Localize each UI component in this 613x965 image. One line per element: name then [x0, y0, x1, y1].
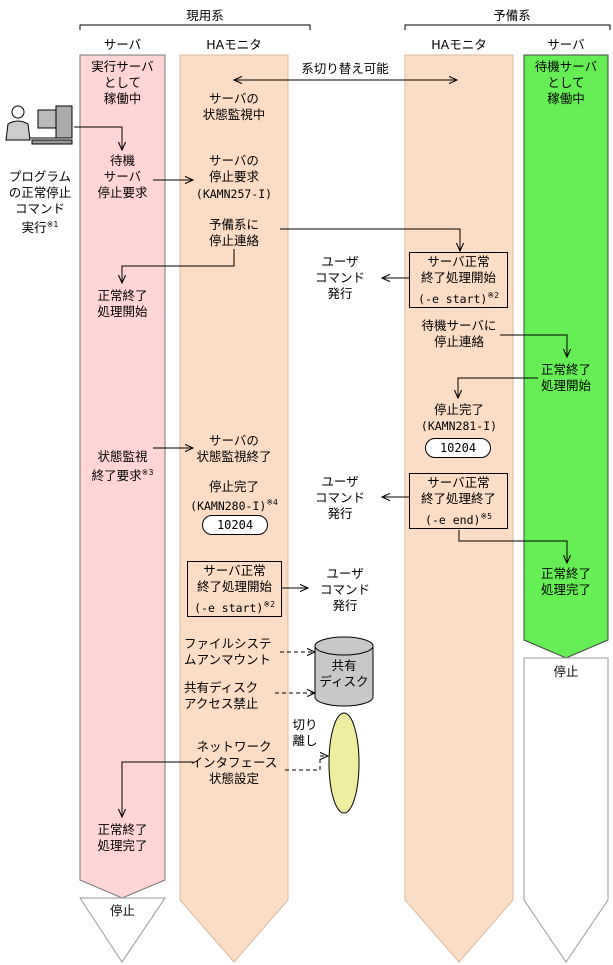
- note-1: ※1: [46, 220, 59, 229]
- standby-stop-request-label: 待機 サーバ 停止要求: [97, 153, 148, 200]
- normal-end-complete-arrow: [458, 530, 567, 563]
- active-normal-end-complete-label: 正常終了 処理完了: [97, 822, 148, 853]
- shared-disk-icon: [314, 636, 374, 707]
- note-3: ※3: [141, 468, 154, 477]
- standby-stop-complete-arrow: [458, 377, 538, 398]
- standby-ha-column-header: HAモニタ: [431, 37, 487, 52]
- active-running-label: 実行サーバ として 稼働中: [91, 59, 154, 106]
- standby-user-command-1: ユーザ コマンド 発行: [314, 254, 365, 301]
- note-2-active: ※2: [263, 600, 275, 609]
- network-setting-label: ネットワーク インタフェース 状態設定: [190, 739, 278, 786]
- notify-standby-label: 予備系に 停止連絡: [208, 217, 259, 248]
- standby-system-bracket: [404, 24, 611, 30]
- server-stop-request-label: サーバの 停止要求: [208, 153, 259, 184]
- active-stopped-label: 停止: [109, 903, 135, 918]
- command-arrow: [74, 126, 122, 150]
- standby-stopped-label: 停止: [553, 664, 579, 679]
- standby-normal-start-arg: (-e start)※2: [409, 288, 508, 307]
- active-normal-start-arg-text: (-e start): [194, 601, 264, 615]
- standby-normal-end-complete-label: 正常終了 処理完了: [540, 566, 591, 597]
- disk-access-ban-label: 共有ディスク アクセス禁止: [184, 680, 259, 711]
- active-stop-complete-label: 停止完了: [208, 479, 259, 494]
- notify-standby-server-label: 待機サーバに 停止連絡: [421, 318, 497, 349]
- switchover-label: 系切り替え可能: [301, 61, 389, 76]
- isolation-label: 切り 離し: [292, 717, 318, 748]
- notify-standby-arrow: [280, 228, 460, 251]
- standby-normal-end-arg-text: (-e end): [425, 513, 481, 527]
- msg-kamn281: (KAMN281-I): [420, 419, 498, 433]
- user-at-computer-icon: [5, 105, 73, 145]
- active-server-stopped-lane: [79, 897, 166, 963]
- active-normal-start-title: サーバ正常 終了処理開始: [196, 563, 272, 594]
- active-normal-end-start-label: 正常終了 処理開始: [97, 288, 148, 319]
- standby-server-stopped-lane: [523, 657, 609, 963]
- network-setting-arrow: [285, 756, 328, 771]
- standby-ha-lane: [404, 54, 514, 963]
- active-normal-start-box: [187, 561, 282, 617]
- standby-server-column-header: サーバ: [547, 37, 585, 52]
- active-normal-start-arg: (-e start)※2: [187, 597, 282, 616]
- msg-kamn280: (KAMN280-I)※4: [180, 495, 288, 514]
- standby-normal-start-arg-text: (-e start): [418, 292, 488, 306]
- active-ha-column-header: HAモニタ: [206, 37, 262, 52]
- unmount-label: ファイルシステ ムアンマウント: [184, 636, 272, 667]
- active-system-label: 現用系: [186, 8, 224, 23]
- user-command-text: プログラム の正常停止 コマンド 実行: [8, 169, 72, 235]
- monitor-end-request-text: 状態監視 終了要求: [91, 449, 148, 483]
- shared-disk-label: 共有 ディスク: [319, 658, 369, 689]
- monitor-end-request-label: 状態監視 終了要求※3: [80, 433, 165, 484]
- normal-end-start-arrow: [122, 249, 235, 283]
- standby-normal-start-title: サーバ正常 終了処理開始: [420, 254, 496, 285]
- user-command-label: プログラム の正常停止 コマンド 実行※1: [0, 153, 80, 236]
- active-normal-complete-arrow: [122, 761, 193, 817]
- msg-kamn257: (KAMN257-I): [195, 187, 273, 201]
- server-monitoring-end-label: サーバの 状態監視終了: [196, 433, 272, 464]
- note-4: ※4: [266, 498, 278, 507]
- standby-normal-end-box: [409, 473, 508, 529]
- active-ha-lane: [179, 54, 289, 963]
- standby-user-command-2: ユーザ コマンド 発行: [314, 474, 365, 521]
- standby-code-pill: 10204: [425, 438, 491, 458]
- standby-running-label: 待機サーバ として 稼働中: [534, 59, 598, 106]
- standby-stop-complete-label: 停止完了: [433, 402, 484, 417]
- server-monitoring-label: サーバの 状態監視中: [202, 91, 266, 122]
- active-code-pill: 10204: [202, 515, 268, 535]
- note-5: ※5: [480, 512, 492, 521]
- active-user-command: ユーザ コマンド 発行: [319, 566, 370, 613]
- active-system-bracket: [79, 24, 311, 30]
- notify-standby-server-arrow: [500, 334, 567, 357]
- standby-normal-end-arg: (-e end)※5: [409, 509, 508, 528]
- active-server-column-header: サーバ: [103, 37, 142, 52]
- standby-normal-end-start-label: 正常終了 処理開始: [540, 362, 591, 393]
- network-interface-icon: [328, 712, 360, 814]
- note-2-standby: ※2: [487, 291, 499, 300]
- standby-normal-start-box: [409, 252, 508, 308]
- msg-kamn280-text: (KAMN280-I): [190, 499, 267, 513]
- standby-normal-end-title: サーバ正常 終了処理終了: [420, 475, 496, 506]
- standby-system-label: 予備系: [493, 8, 531, 23]
